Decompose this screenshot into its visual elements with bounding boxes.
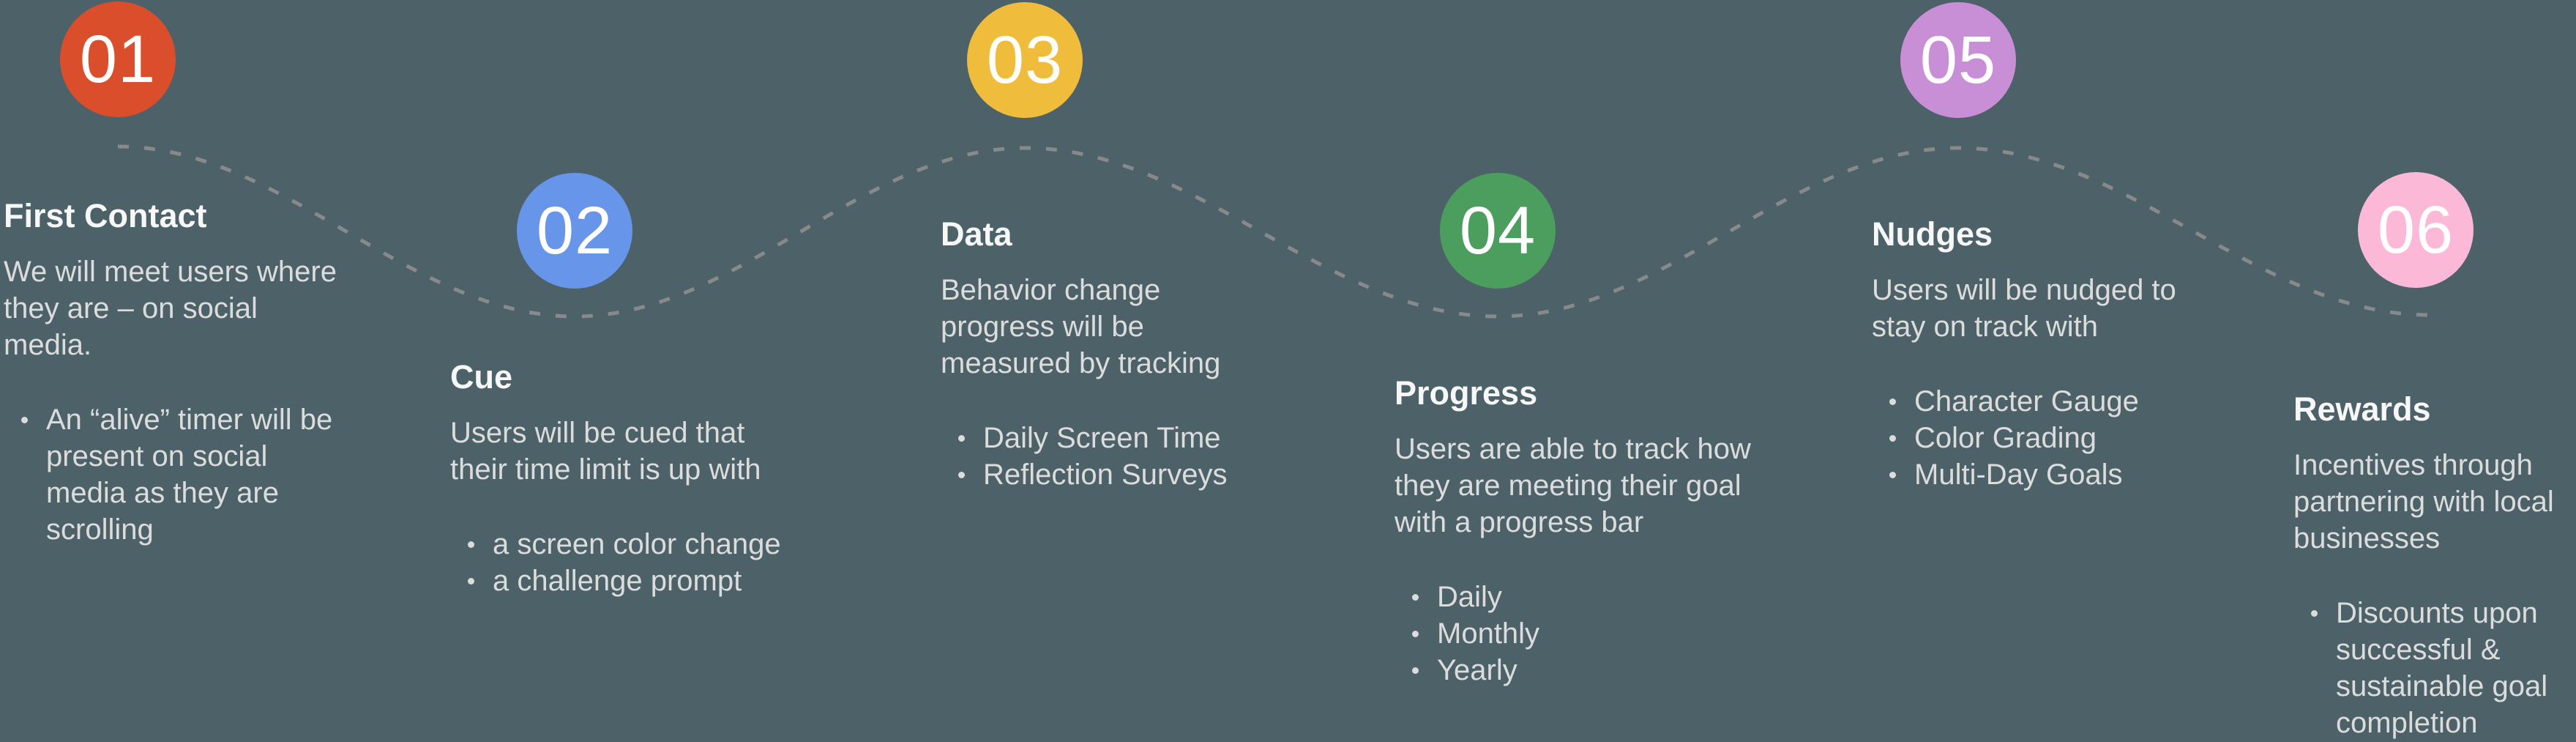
step-05-bullet-list: Character Gauge Color Grading Multi-Day … (1872, 383, 2209, 493)
step-02-bullet-list: a screen color change a challenge prompt (450, 526, 787, 599)
step-04-number: 04 (1459, 193, 1537, 268)
bullet-item: Yearly (1395, 652, 1775, 689)
step-01-number: 01 (79, 21, 157, 97)
step-06-bullet-list: Discounts upon successful & sustainable … (2293, 595, 2576, 741)
step-03-bullet-list: Daily Screen Time Reflection Surveys (941, 420, 1263, 493)
dashed-wave-path (117, 144, 2430, 319)
step-05-badge: 05 (1900, 2, 2016, 118)
step-02-badge: 02 (517, 173, 632, 289)
bullet-item: Discounts upon successful & sustainable … (2293, 595, 2576, 741)
step-06-content: Rewards Incentives through partnering wi… (2293, 390, 2576, 741)
step-05-content: Nudges Users will be nudged to stay on t… (1872, 215, 2209, 493)
step-04-title: Progress (1395, 374, 1538, 412)
step-03-title: Data (941, 215, 1012, 253)
step-04-bullet-list: Daily Monthly Yearly (1395, 579, 1775, 689)
step-04-description: Users are able to track how they are mee… (1395, 433, 1751, 538)
step-05-number: 05 (1919, 22, 1997, 97)
step-03-description: Behavior change progress will be measure… (941, 274, 1221, 379)
bullet-item: An “alive” timer will be present on soci… (4, 401, 346, 548)
step-03-number: 03 (986, 22, 1064, 97)
bullet-item: Character Gauge (1872, 383, 2209, 420)
bullet-item: Daily (1395, 579, 1775, 615)
bullet-item: Multi-Day Goals (1872, 456, 2209, 493)
bullet-item: Reflection Surveys (941, 456, 1263, 493)
bullet-item: Monthly (1395, 615, 1775, 652)
step-01-bullet-list: An “alive” timer will be present on soci… (4, 401, 346, 548)
step-06-description: Incentives through partnering with local… (2293, 449, 2554, 554)
step-02-title: Cue (450, 358, 513, 396)
bullet-item: a screen color change (450, 526, 787, 563)
step-01-description: We will meet users where they are – on s… (4, 256, 337, 361)
step-03-content: Data Behavior change progress will be me… (941, 215, 1263, 493)
step-01-badge: 01 (60, 1, 176, 117)
step-06-number: 06 (2377, 192, 2454, 267)
bullet-item: a challenge prompt (450, 563, 787, 599)
step-04-badge: 04 (1440, 173, 1556, 289)
step-01-title: First Contact (4, 197, 207, 234)
step-06-badge: 06 (2358, 172, 2474, 288)
step-02-description: Users will be cued that their time limit… (450, 417, 761, 486)
step-01-content: First Contact We will meet users where t… (4, 196, 346, 548)
step-02-content: Cue Users will be cued that their time l… (450, 357, 787, 599)
bullet-item: Daily Screen Time (941, 420, 1263, 456)
step-02-number: 02 (536, 193, 613, 268)
bullet-item: Color Grading (1872, 420, 2209, 456)
step-05-title: Nudges (1872, 215, 1993, 253)
step-06-title: Rewards (2293, 390, 2431, 428)
step-03-badge: 03 (967, 2, 1083, 118)
step-05-description: Users will be nudged to stay on track wi… (1872, 274, 2176, 343)
step-04-content: Progress Users are able to track how the… (1395, 374, 1775, 689)
